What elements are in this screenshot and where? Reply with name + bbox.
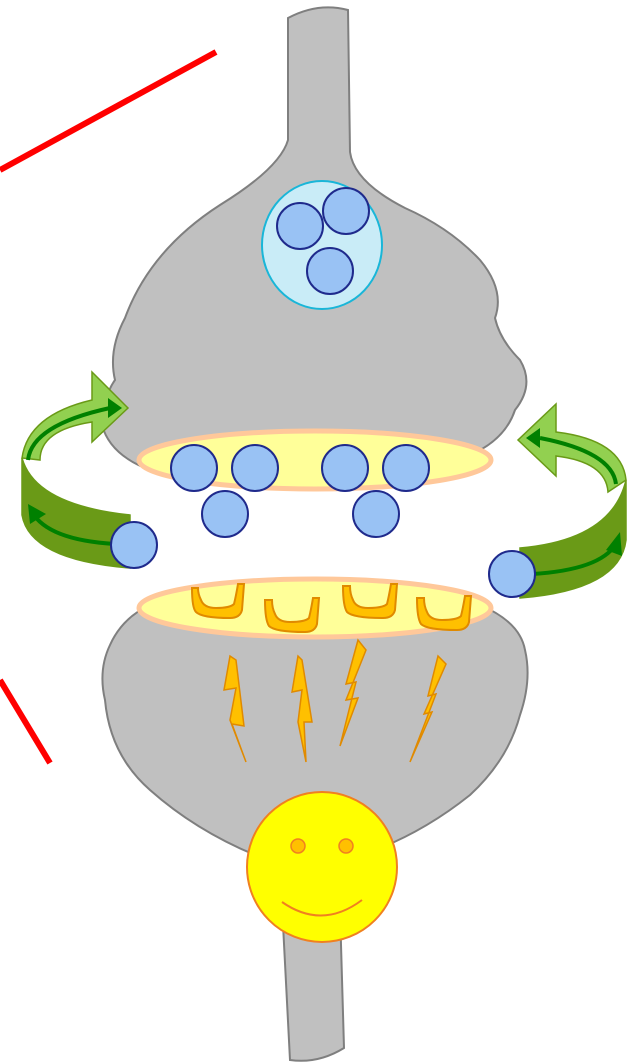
neurotransmitter (353, 491, 399, 537)
face-circle (247, 792, 397, 942)
neurotransmitter (232, 445, 278, 491)
synaptic-vesicle (262, 181, 382, 309)
neurotransmitter (322, 445, 368, 491)
neurotransmitter-reuptake-right (489, 551, 535, 597)
red-line-lower (0, 680, 50, 763)
neurotransmitter (307, 248, 353, 294)
neurotransmitter (383, 445, 429, 491)
neurotransmitter (171, 445, 217, 491)
right-eye (339, 839, 353, 853)
arrow-band-side (520, 480, 626, 598)
red-line-upper (0, 52, 216, 170)
left-eye (291, 839, 305, 853)
neurotransmitter (202, 491, 248, 537)
smiley-face (247, 792, 397, 942)
neurotransmitter (323, 188, 369, 234)
neurotransmitter (277, 203, 323, 249)
neurotransmitter-reuptake-left (111, 522, 157, 568)
